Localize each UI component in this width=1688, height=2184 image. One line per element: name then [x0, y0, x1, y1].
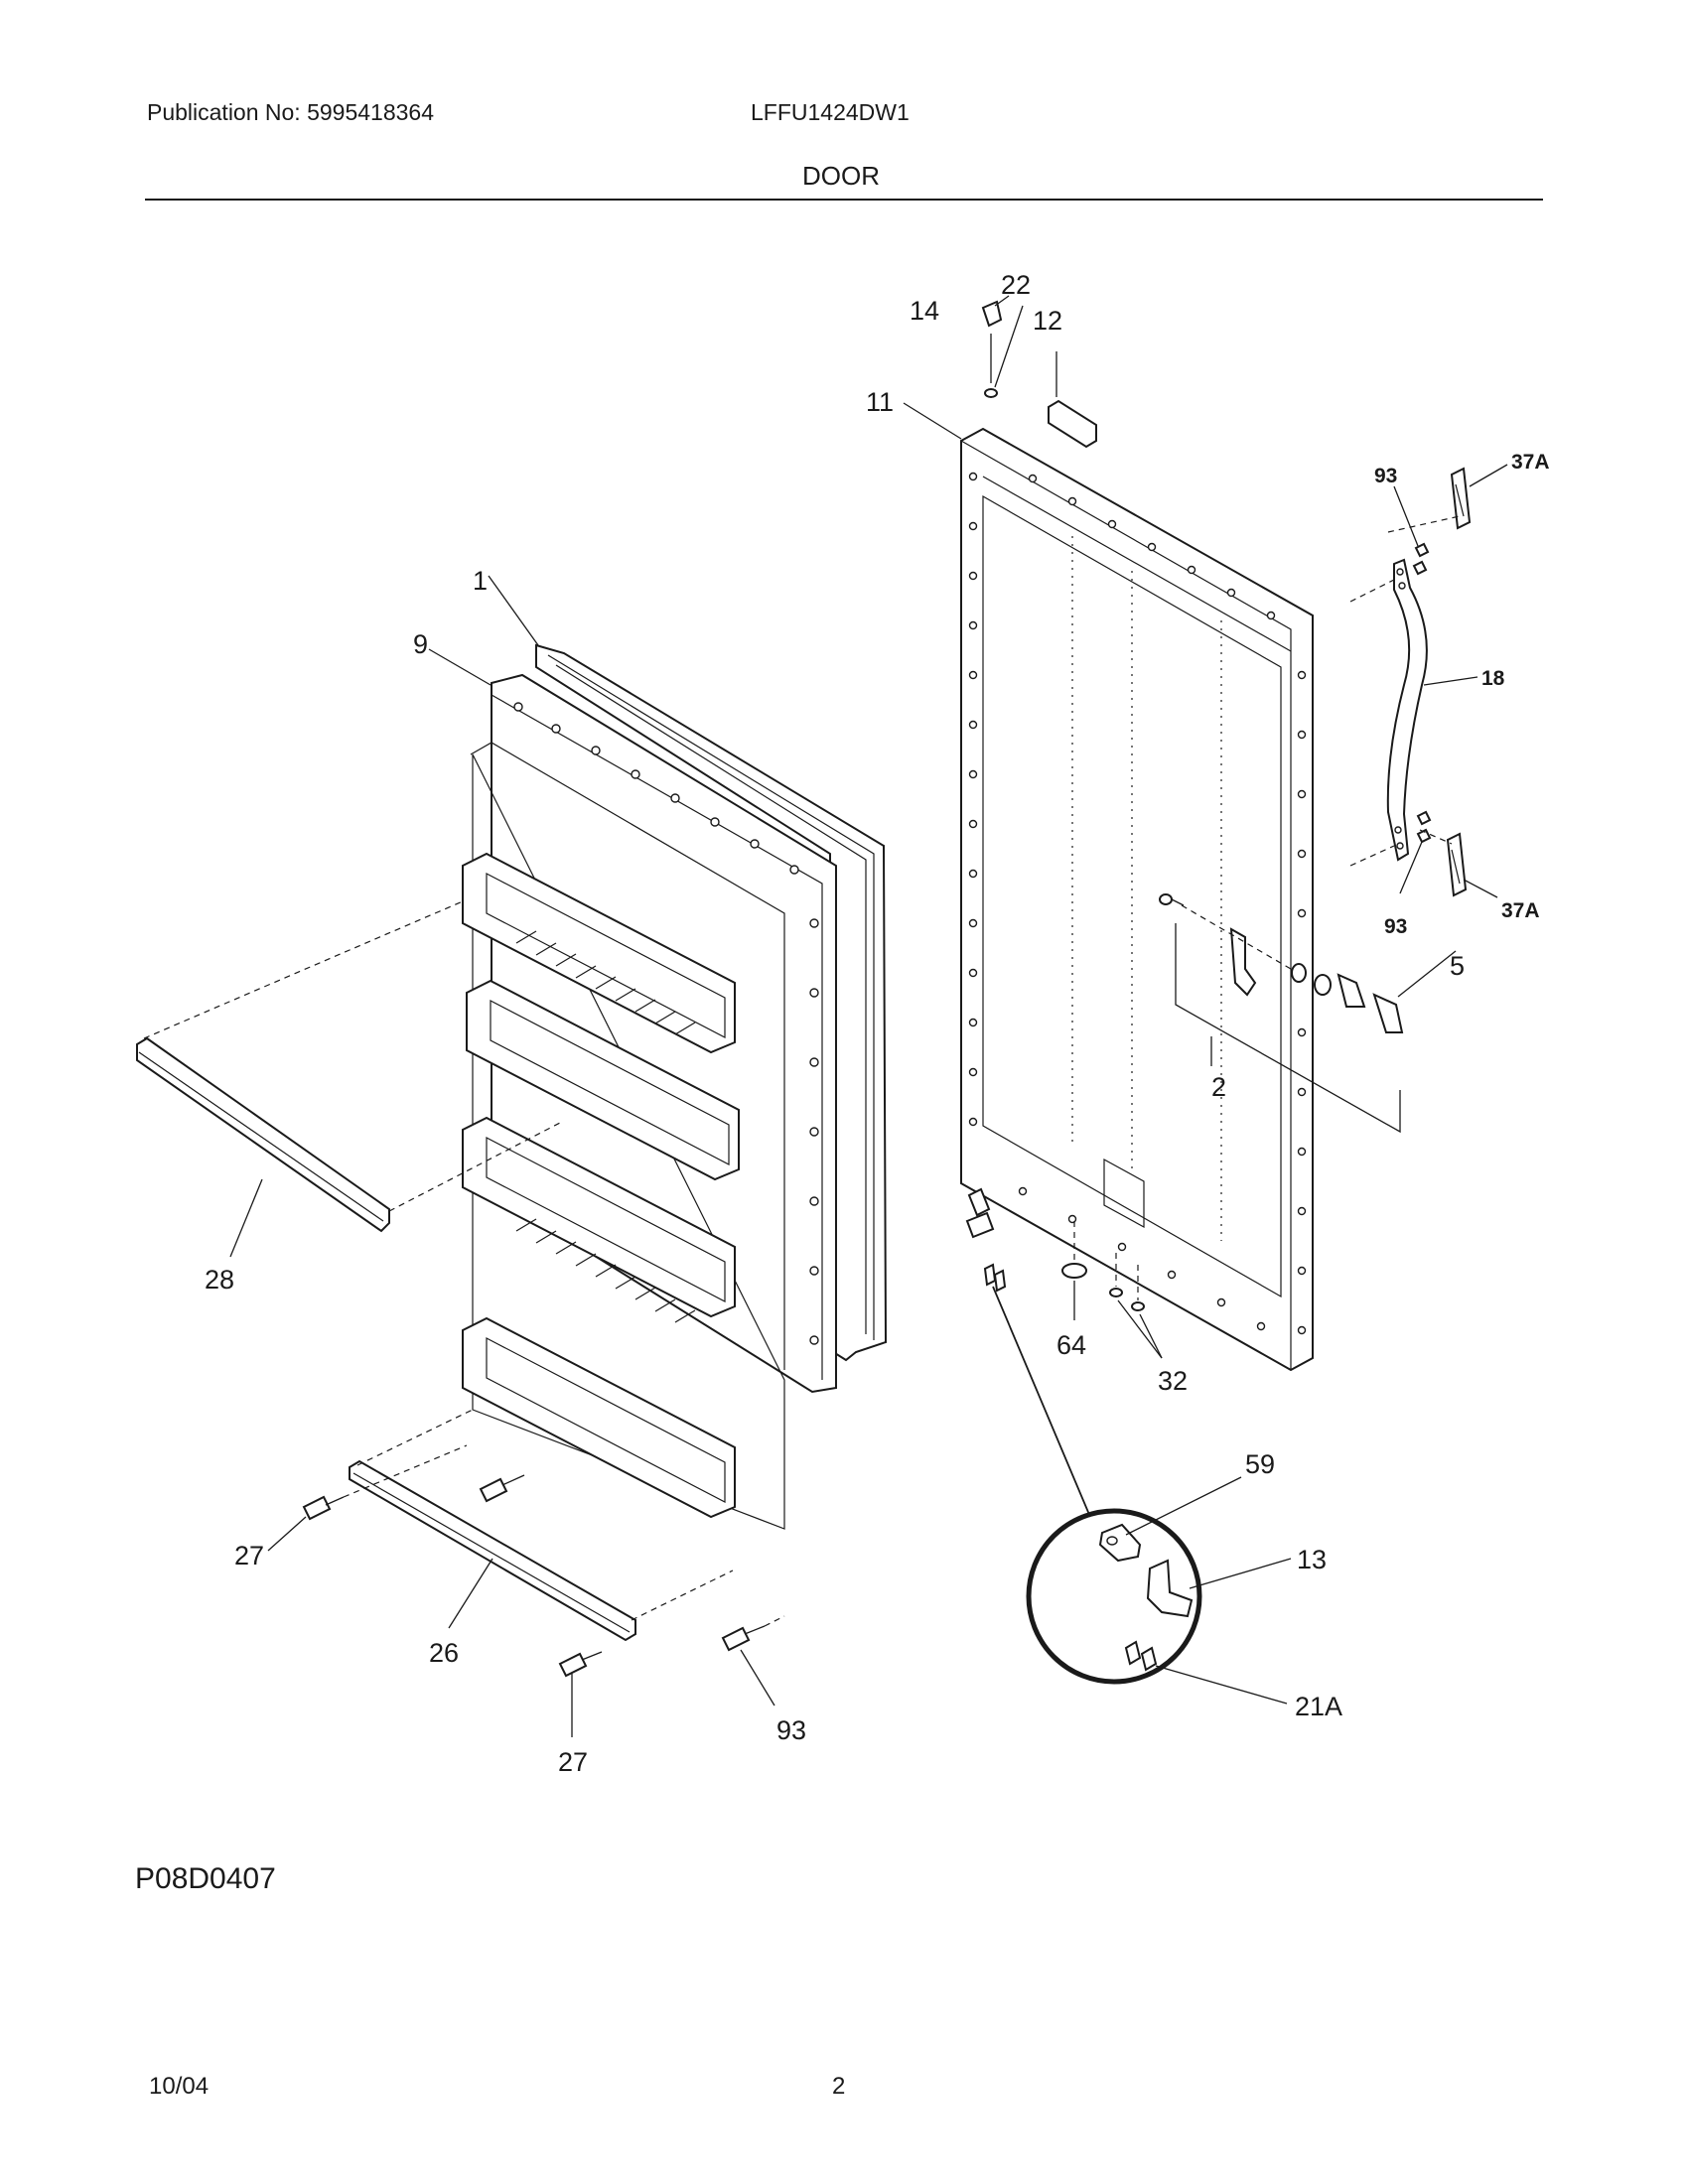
- hinge-bushing: [965, 1187, 995, 1239]
- callout-21A: 21A: [1295, 1692, 1342, 1721]
- handle-end-cap-top: [1450, 467, 1472, 530]
- outer-door-panel: [960, 427, 1314, 1372]
- lock-screw: [1159, 893, 1185, 906]
- callout-27-left: 27: [234, 1541, 264, 1570]
- callout-59: 59: [1245, 1449, 1275, 1479]
- door-washers: [1109, 1288, 1145, 1311]
- hinge-screws: [1124, 1640, 1158, 1672]
- callout-37A-bottom: 37A: [1501, 899, 1540, 922]
- callout-93-bottom: 93: [776, 1715, 806, 1745]
- screw-93-bottom: [721, 1625, 766, 1652]
- lower-shelf-bar: [349, 1459, 636, 1642]
- footer-date: 10/04: [149, 2073, 210, 2100]
- callout-93-middle: 93: [1384, 915, 1407, 938]
- callout-28: 28: [205, 1265, 234, 1295]
- callout-26: 26: [429, 1638, 459, 1668]
- hinge-screws-top: [983, 1263, 1007, 1293]
- door-stop-washer: [1061, 1263, 1087, 1279]
- liner-holes: [513, 702, 819, 1345]
- section-title: DOOR: [802, 161, 880, 191]
- callout-32: 32: [1158, 1366, 1188, 1396]
- screw-27-middle: [479, 1474, 525, 1503]
- header-rule: [145, 199, 1543, 201]
- callout-13: 13: [1297, 1545, 1327, 1574]
- inner-door-liner: [462, 673, 837, 1530]
- drawing-code: P08D0407: [135, 1862, 276, 1895]
- callout-14: 14: [910, 296, 939, 326]
- page-number: 2: [832, 2073, 846, 2100]
- door-handle: [1386, 558, 1428, 862]
- door-shelves: [462, 852, 740, 1519]
- hinge-detail-circle: [992, 1286, 1202, 1685]
- hinge-bracket: [1146, 1559, 1194, 1618]
- door-plug: [981, 300, 1003, 328]
- callout-37A-top: 37A: [1511, 451, 1550, 474]
- callout-12: 12: [1033, 306, 1062, 336]
- shelf-retainer-bar: [136, 1036, 390, 1233]
- leader-lines: [229, 295, 1508, 1737]
- callout-11: 11: [866, 387, 894, 417]
- callout-9: 9: [413, 629, 428, 659]
- door-label: [1048, 399, 1097, 449]
- callout-27-bottom: 27: [558, 1747, 588, 1777]
- callout-1: 1: [473, 566, 488, 596]
- lock-cam: [1229, 927, 1257, 997]
- plug-washer: [984, 388, 998, 398]
- publication-number: Publication No: 5995418364: [147, 99, 435, 125]
- door-panel-holes: [968, 472, 1307, 1335]
- callout-2: 2: [1211, 1072, 1226, 1102]
- callout-93-top: 93: [1374, 465, 1397, 487]
- callout-18: 18: [1481, 667, 1505, 690]
- lock-assembly: [1291, 963, 1404, 1033]
- callout-64: 64: [1056, 1330, 1086, 1360]
- screw-27-bottom: [558, 1651, 603, 1678]
- callout-22: 22: [1001, 270, 1031, 300]
- model-number: LFFU1424DW1: [751, 99, 910, 125]
- callout-5: 5: [1450, 951, 1465, 981]
- screw-27-left: [302, 1495, 345, 1521]
- handle-end-cap-bottom: [1446, 832, 1468, 897]
- hinge-pin: [1098, 1523, 1142, 1563]
- door-gasket: [535, 643, 888, 1362]
